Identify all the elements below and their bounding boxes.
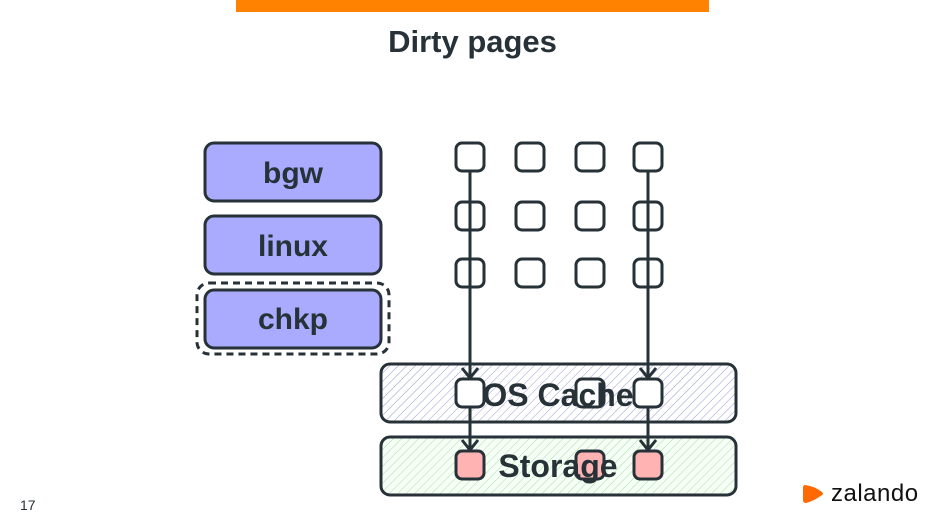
process-bgw: bgw [203, 141, 383, 203]
slide-title: Dirty pages [388, 24, 557, 59]
stored-page [574, 449, 606, 481]
process-chkp: chkp [195, 281, 391, 356]
arrow [460, 407, 480, 453]
cached-page [632, 377, 664, 409]
storage-label: Storage [498, 448, 617, 484]
flush-arrows [460, 170, 658, 453]
cached-page [454, 377, 486, 409]
arrow [638, 407, 658, 453]
page-number: 17 [20, 497, 36, 513]
memory-page [514, 141, 546, 173]
arrow [460, 170, 480, 381]
memory-page [514, 200, 546, 232]
memory-page [514, 257, 546, 289]
logo-text: zalando [831, 480, 919, 507]
process-linux: linux [203, 214, 383, 276]
dashed-highlight [195, 281, 391, 356]
accent-bar [236, 0, 709, 12]
process-label: linux [258, 230, 328, 263]
cache-label: OS Cache [482, 377, 633, 413]
layer-labels: OS Cache Storage [482, 377, 633, 484]
stored-page [632, 449, 664, 481]
stored-page [454, 449, 486, 481]
memory-page [632, 141, 664, 173]
arrow [638, 170, 658, 381]
process-label: chkp [258, 303, 328, 336]
memory-page [574, 257, 606, 289]
cached-page [574, 377, 606, 409]
zalando-logo-icon [803, 485, 823, 503]
memory-page [574, 141, 606, 173]
memory-pages [454, 141, 664, 481]
process-label: bgw [263, 157, 324, 190]
memory-page [574, 200, 606, 232]
zalando-logo: zalando [801, 480, 919, 508]
memory-page [454, 141, 486, 173]
